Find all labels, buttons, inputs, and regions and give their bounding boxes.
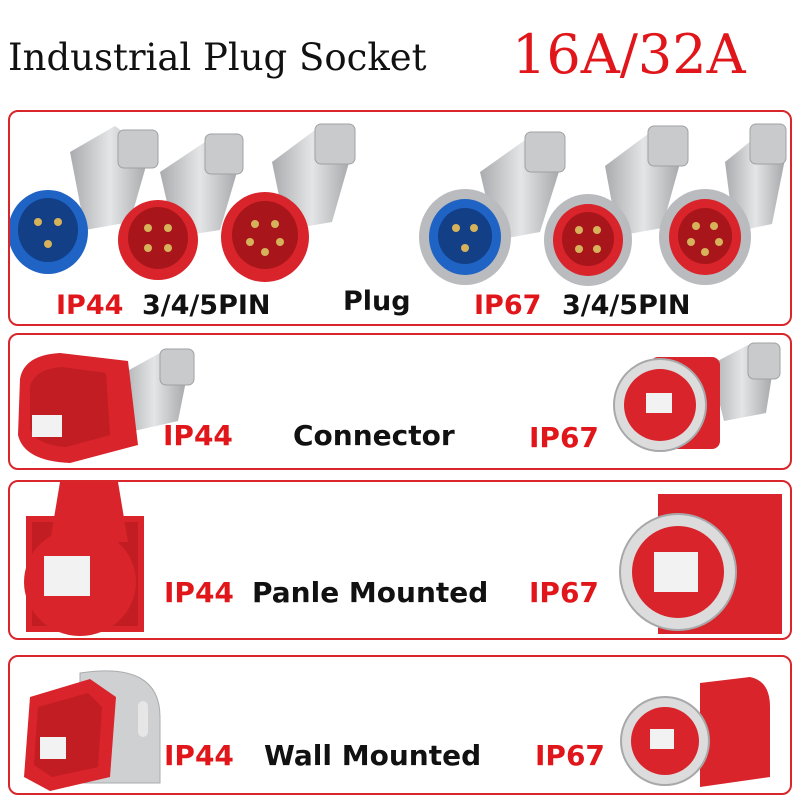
title-main: Industrial Plug Socket bbox=[8, 36, 427, 79]
plug-ip44-4pin-image bbox=[118, 133, 244, 280]
plug-ip67-label: IP67 bbox=[474, 290, 542, 321]
wall-mounted-ip67-label: IP67 bbox=[535, 739, 605, 772]
plug-ip67-pins-label: 3/4/5PIN bbox=[562, 290, 691, 321]
plug-type-label: Plug bbox=[343, 286, 411, 317]
plug-ip67-5pin-image bbox=[659, 123, 787, 285]
connector-ip44-label: IP44 bbox=[163, 419, 233, 452]
page-title: Industrial Plug Socket 16A/32A bbox=[0, 18, 800, 88]
plug-ip44-pins-label: 3/4/5PIN bbox=[142, 290, 271, 321]
connector-ip67-label: IP67 bbox=[529, 421, 599, 454]
wall-mounted-ip44-image bbox=[24, 670, 161, 791]
panel-mounted-ip67-label: IP67 bbox=[529, 576, 599, 609]
plug-ip67-3pin-image bbox=[419, 131, 566, 285]
wall-mounted-images bbox=[24, 670, 770, 791]
wall-mounted-panel: IP44 Wall Mounted IP67 bbox=[8, 655, 792, 795]
plug-ip44-3pin-image bbox=[10, 126, 159, 274]
connector-images bbox=[18, 342, 781, 463]
plug-ip44-5pin-image bbox=[221, 123, 356, 282]
wall-mounted-type-label: Wall Mounted bbox=[264, 739, 482, 772]
connector-panel: IP44 Connector IP67 bbox=[8, 333, 792, 470]
plug-images bbox=[10, 123, 787, 286]
wall-mounted-ip67-image bbox=[620, 677, 770, 787]
connector-type-label: Connector bbox=[293, 419, 455, 452]
title-accent: 16A/32A bbox=[512, 23, 746, 86]
plug-ip67-4pin-image bbox=[544, 125, 689, 286]
panel-mounted-type-label: Panle Mounted bbox=[252, 576, 489, 609]
plug-panel: IP44 3/4/5PIN Plug IP67 3/4/5PIN bbox=[8, 110, 792, 326]
wall-mounted-ip44-label: IP44 bbox=[164, 739, 234, 772]
connector-ip67-image bbox=[613, 342, 781, 452]
plug-ip44-label: IP44 bbox=[56, 290, 124, 321]
connector-ip44-image bbox=[18, 348, 195, 463]
panel-mounted-ip67-image bbox=[619, 494, 782, 634]
panel-mounted-ip44-label: IP44 bbox=[164, 576, 234, 609]
panel-mounted-panel: IP44 Panle Mounted IP67 bbox=[8, 480, 792, 640]
panel-mounted-images bbox=[24, 482, 782, 636]
panel-mounted-ip44-image bbox=[24, 482, 144, 636]
